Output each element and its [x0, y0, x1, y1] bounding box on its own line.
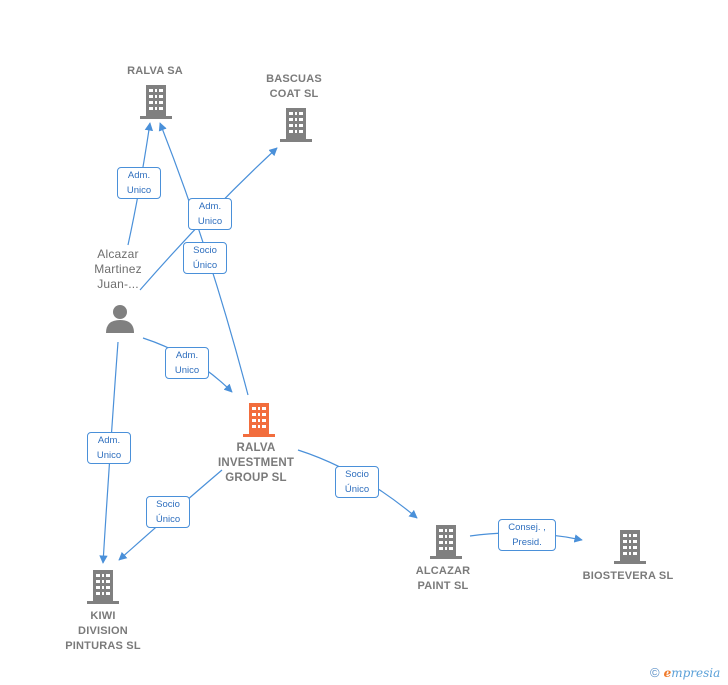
building-icon[interactable] — [140, 85, 172, 119]
edge-label-socio-unico: Socio Único — [335, 466, 379, 498]
building-icon[interactable] — [87, 570, 119, 604]
node-label-bascuas[interactable]: BASCUAS COAT SL — [266, 73, 322, 100]
edge-label-socio-unico: Socio Único — [183, 242, 227, 274]
edge-label-consej-presid: Consej. , Presid. — [498, 519, 556, 551]
node-label-kiwi[interactable]: KIWI DIVISION PINTURAS SL — [65, 610, 141, 652]
edge-label-socio-unico: Socio Único — [146, 496, 190, 528]
node-label-alcazar-paint[interactable]: ALCAZAR PAINT SL — [415, 565, 471, 592]
building-icon[interactable] — [243, 403, 275, 437]
building-icon[interactable] — [614, 530, 646, 564]
edge-label-adm-unico: Adm. Unico — [87, 432, 131, 464]
edge-label-adm-unico: Adm. Unico — [165, 347, 209, 379]
edge-label-adm-unico: Adm. Unico — [117, 167, 161, 199]
node-label-alcazar-person[interactable]: Alcazar Martinez Juan-... — [94, 247, 142, 291]
building-icon[interactable] — [430, 525, 462, 559]
node-label-biostevera[interactable]: BIOSTEVERA SL — [582, 570, 674, 582]
building-icon[interactable] — [280, 108, 312, 142]
copyright-icon: © — [650, 665, 660, 680]
person-icon[interactable] — [105, 303, 135, 333]
edge-label-adm-unico: Adm. Unico — [188, 198, 232, 230]
node-label-ralva-sa[interactable]: RALVA SA — [127, 65, 183, 77]
empresia-logo: ©empresia — [650, 665, 721, 680]
node-label-ralva-investment[interactable]: RALVA INVESTMENT GROUP SL — [217, 442, 295, 484]
